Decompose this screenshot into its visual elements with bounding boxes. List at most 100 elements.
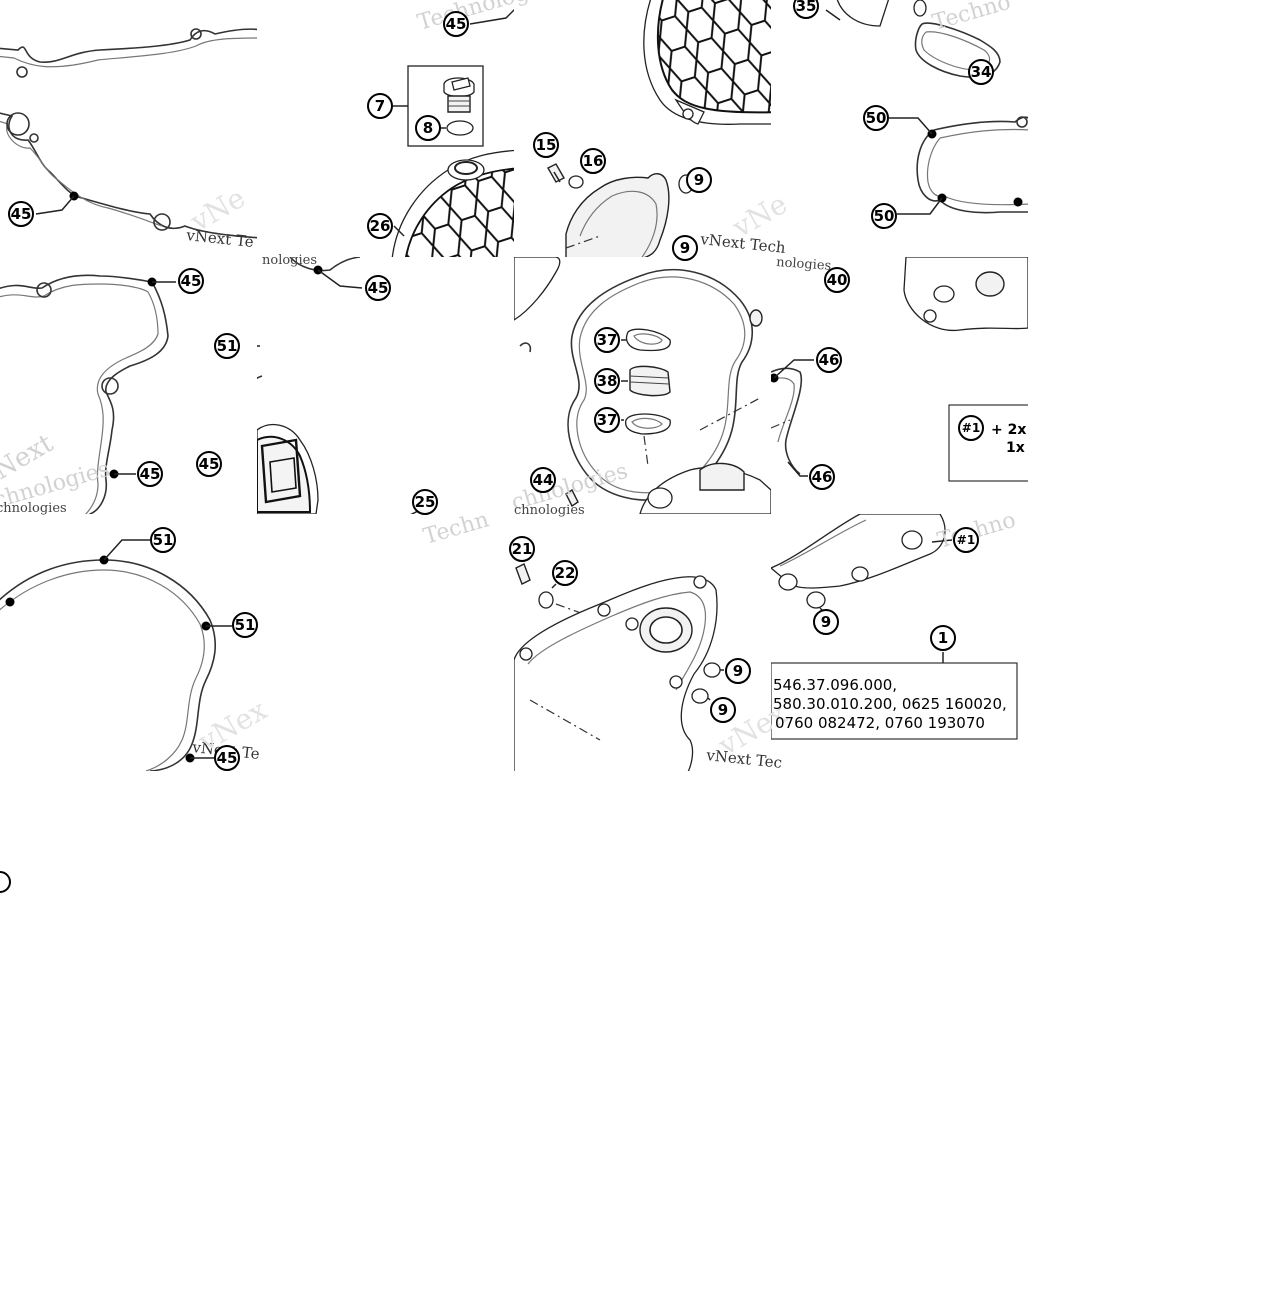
callout: 9 [813, 609, 839, 635]
bolt-hole [16, 66, 28, 78]
dowel [806, 591, 826, 609]
callout: 9 [725, 658, 751, 684]
svg-text:8: 8 [423, 119, 433, 137]
callout: 34 [968, 59, 994, 85]
tile-oil-plug [391, 8, 514, 257]
callout: 51 [150, 527, 176, 553]
svg-text:45: 45 [368, 279, 389, 297]
part-number-line-1: 546.37.096.000, [773, 676, 897, 694]
svg-text:9: 9 [718, 701, 728, 719]
callout: 50 [863, 105, 889, 131]
legend-line-2: 1x [1006, 440, 1025, 456]
svg-text:9: 9 [821, 613, 831, 631]
callout: 37 [594, 407, 620, 433]
callout: 46 [809, 464, 835, 490]
callout: 21 [509, 536, 535, 562]
callout: 38 [594, 368, 620, 394]
svg-text:7: 7 [375, 97, 385, 115]
leader-dot [242, 460, 251, 469]
reed-plate [624, 413, 671, 435]
o-ring [446, 120, 474, 136]
svg-text:15: 15 [536, 136, 557, 154]
callout: 35 [793, 0, 819, 19]
cylinder-base-gasket [916, 116, 1028, 214]
svg-text:44: 44 [533, 471, 554, 489]
tile-gasket-left [0, 274, 176, 514]
tile-water-pump-gasket [825, 0, 1028, 215]
svg-text:50: 50 [866, 109, 887, 127]
callout: 45 [196, 451, 222, 477]
tile-gasket-kit [771, 514, 1018, 740]
tile-crankcase-legend [771, 257, 1028, 482]
part-number-list: 546.37.096.000, 580.30.010.200, 0625 160… [773, 676, 1007, 732]
callout: 9 [710, 697, 736, 723]
bolt-hole [190, 28, 202, 40]
watermark: nologies [776, 255, 832, 274]
reed-stack [629, 365, 671, 397]
svg-text:51: 51 [235, 616, 256, 634]
watermark: Technologies [415, 0, 562, 36]
callout: 51 [214, 333, 240, 359]
tile-water-pump [547, 0, 771, 257]
legend-line-1: + 2x [991, 422, 1026, 438]
dowel [691, 688, 709, 704]
generator-cover-gasket [0, 559, 216, 771]
kit-legend-box [948, 404, 1028, 482]
svg-text:21: 21 [512, 540, 533, 558]
bolt-hole [153, 213, 171, 231]
svg-text:16: 16 [583, 152, 604, 170]
leader-dot [309, 530, 318, 539]
callout: 45 [214, 745, 240, 771]
callout: 37 [594, 327, 620, 353]
cover-fragment [836, 0, 890, 27]
callout: 22 [552, 560, 578, 586]
callout: 16 [580, 148, 606, 174]
svg-text:9: 9 [680, 239, 690, 257]
callouts: 45 45 7 8 26 15 16 9 9 35 34 50 50 45 45… [8, 0, 994, 771]
dowel [703, 662, 721, 678]
callout: #1 [953, 527, 979, 553]
svg-text:46: 46 [812, 468, 833, 486]
svg-text:45: 45 [199, 455, 220, 473]
callout: 45 [443, 11, 469, 37]
tile-cover-assembly [242, 257, 428, 539]
leader-dot [5, 597, 15, 607]
svg-text:#1: #1 [957, 533, 975, 547]
watermark: nologies [262, 253, 317, 268]
svg-text:26: 26 [370, 217, 391, 235]
svg-text:45: 45 [446, 15, 467, 33]
kit-cover [771, 514, 946, 589]
callout: 1 [930, 625, 956, 651]
callout: 45 [137, 461, 163, 487]
screw [547, 163, 565, 183]
svg-text:34: 34 [971, 63, 992, 81]
clutch-cover-gasket-lower [0, 274, 169, 514]
tile-reed-parts [514, 257, 771, 514]
callout: 7 [367, 93, 393, 119]
callout: 25 [412, 489, 438, 515]
stray-fragments [0, 871, 11, 893]
callout: 26 [367, 213, 393, 239]
callout: 45 [178, 268, 204, 294]
tile-gasket-top-left [0, 28, 257, 239]
callout: 51 [232, 612, 258, 638]
watermark: Techn [421, 507, 492, 549]
svg-text:25: 25 [415, 493, 436, 511]
svg-text:38: 38 [597, 372, 618, 390]
svg-text:9: 9 [694, 171, 704, 189]
svg-text:45: 45 [181, 272, 202, 290]
svg-text:51: 51 [153, 531, 174, 549]
washer [568, 175, 584, 189]
kit-legend: + 2x 1x [991, 422, 1026, 456]
callout: 15 [533, 132, 559, 158]
leader-dot [1013, 197, 1023, 207]
svg-text:45: 45 [11, 205, 32, 223]
svg-text:45: 45 [217, 749, 238, 767]
callout: 50 [871, 203, 897, 229]
dowel-hole [6, 112, 30, 136]
svg-text:35: 35 [796, 0, 817, 15]
svg-text:22: 22 [555, 564, 576, 582]
tile-generator-cover [514, 563, 724, 771]
